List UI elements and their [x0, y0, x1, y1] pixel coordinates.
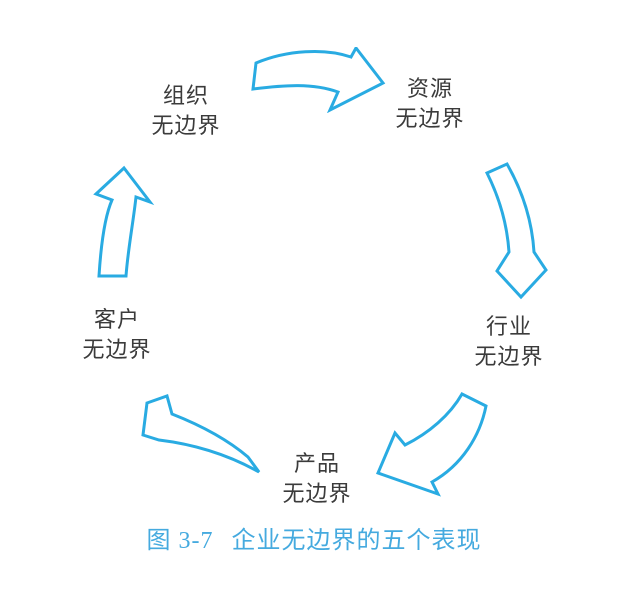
node-industry-line2: 无边界	[474, 344, 544, 369]
node-organization-line2: 无边界	[151, 113, 221, 138]
node-resource-line2: 无边界	[395, 106, 465, 131]
arrow-product-to-customer	[138, 394, 264, 478]
node-organization: 组织 无边界	[124, 81, 248, 141]
caption-title: 企业无边界的五个表现	[231, 528, 482, 554]
arrow-organization-to-resource	[251, 47, 386, 113]
node-product-line1: 产品	[293, 451, 340, 476]
caption-number: 图 3-7	[146, 528, 214, 554]
node-industry-line1: 行业	[485, 314, 532, 339]
node-organization-line1: 组织	[162, 83, 209, 108]
arrow-customer-to-organization	[92, 164, 158, 282]
node-resource: 资源 无边界	[368, 74, 492, 134]
node-customer: 客户 无边界	[55, 305, 179, 365]
node-product-line2: 无边界	[282, 481, 352, 506]
node-resource-line1: 资源	[406, 76, 453, 101]
node-customer-line2: 无边界	[82, 337, 152, 362]
arrow-industry-to-product	[374, 391, 492, 497]
node-customer-line1: 客户	[93, 307, 140, 332]
figure-caption: 图 3-7 企业无边界的五个表现	[0, 520, 628, 555]
arrow-resource-to-industry	[482, 160, 552, 302]
node-product: 产品 无边界	[255, 449, 379, 509]
node-industry: 行业 无边界	[447, 312, 571, 372]
